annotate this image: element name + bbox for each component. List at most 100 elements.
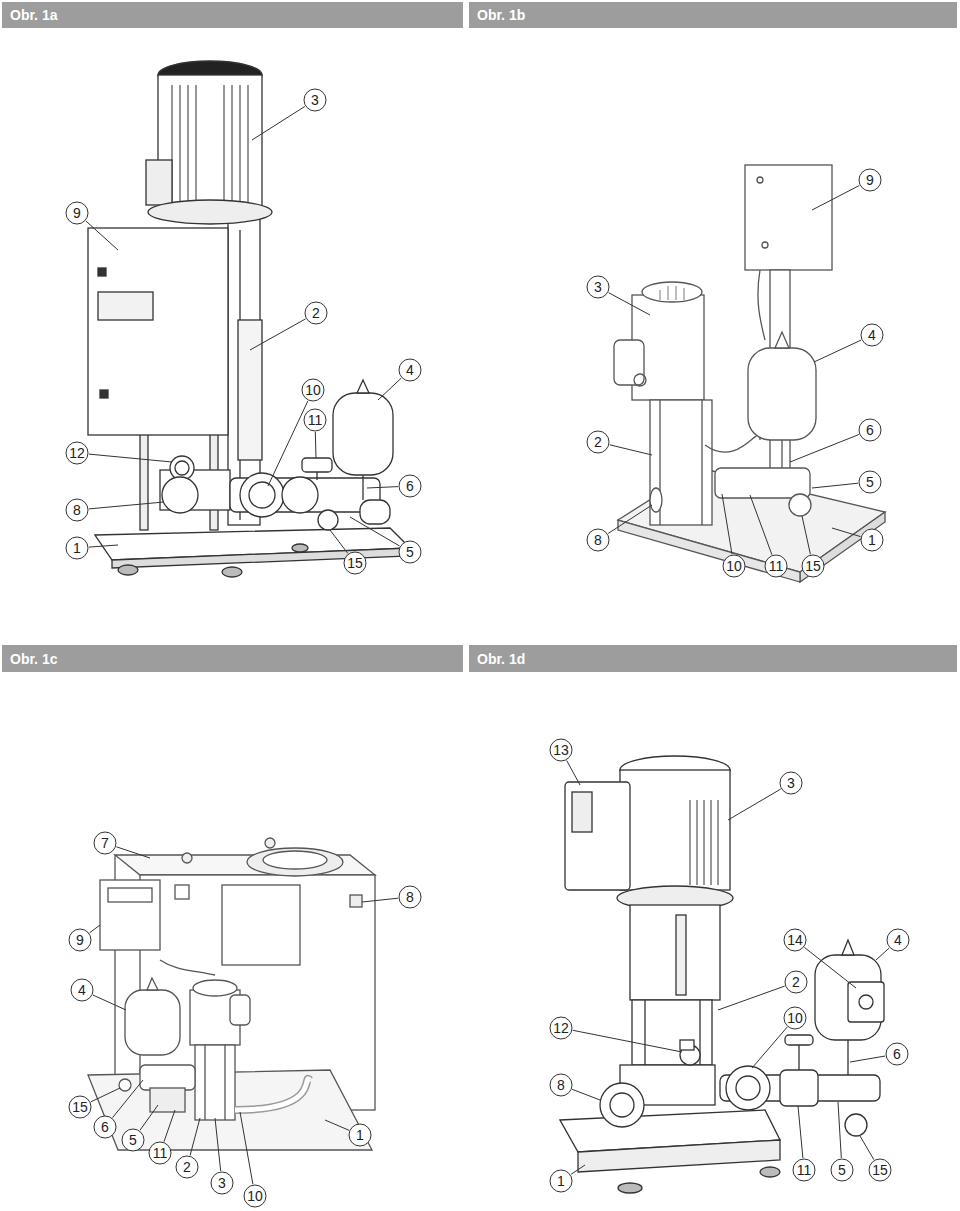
leader-line xyxy=(567,761,580,786)
leader-line xyxy=(93,995,126,1010)
leader-line xyxy=(609,293,650,315)
callout-circle xyxy=(66,499,88,521)
figure-title: Obr. 1d xyxy=(469,651,525,667)
callout-number: 9 xyxy=(858,168,882,192)
callout-number: 12 xyxy=(549,1016,573,1040)
leader-line xyxy=(790,435,859,463)
leader-line xyxy=(860,1136,874,1160)
leader-line xyxy=(850,1056,885,1062)
leader-line xyxy=(378,378,401,400)
callout-number: 15 xyxy=(68,1095,92,1119)
figure-title: Obr. 1c xyxy=(2,651,57,667)
leader-line xyxy=(91,1088,120,1102)
leader-line xyxy=(90,925,100,933)
callout-circle xyxy=(399,359,421,381)
callout-number: 5 xyxy=(121,1128,145,1152)
callout-circle xyxy=(780,772,802,794)
callout-number: 15 xyxy=(801,554,825,578)
leader-line xyxy=(876,948,889,960)
callout-number: 7 xyxy=(93,831,117,855)
callout-number: 4 xyxy=(398,358,422,382)
leader-line xyxy=(252,106,305,140)
callout-circle xyxy=(587,529,609,551)
callout-circle xyxy=(304,409,326,431)
callout-circle xyxy=(344,552,366,574)
leader-line xyxy=(268,401,308,486)
leader-line xyxy=(722,494,732,554)
callout-circle xyxy=(94,1116,116,1138)
callout-number: 8 xyxy=(549,1073,573,1097)
callout-circle xyxy=(550,1170,572,1192)
callout-circle xyxy=(784,1007,806,1029)
leader-line xyxy=(728,789,781,820)
callout-number: 8 xyxy=(398,885,422,909)
leader-line xyxy=(240,1112,253,1184)
callout-number: 10 xyxy=(783,1006,807,1030)
callout-number: 6 xyxy=(885,1042,909,1066)
callout-circle xyxy=(765,555,787,577)
leader-line xyxy=(315,432,317,458)
callout-number: 2 xyxy=(304,301,328,325)
callout-number: 4 xyxy=(886,928,910,952)
callout-circle xyxy=(587,431,609,453)
figure-title: Obr. 1a xyxy=(2,7,57,23)
leader-line xyxy=(86,221,118,250)
callout-circle xyxy=(861,324,883,346)
callout-number: 11 xyxy=(792,1158,816,1182)
callout-circle xyxy=(66,202,88,224)
callout-circle xyxy=(304,89,326,111)
callout-circle xyxy=(66,537,88,559)
callout-number: 6 xyxy=(398,474,422,498)
leader-line xyxy=(572,1089,600,1100)
leader-line xyxy=(838,1102,841,1158)
callout-circle xyxy=(859,419,881,441)
figure-title: Obr. 1b xyxy=(469,7,525,23)
leader-line xyxy=(812,186,859,211)
callout-number: 15 xyxy=(868,1158,892,1182)
leader-line xyxy=(250,319,306,350)
callout-number: 1 xyxy=(348,1123,372,1147)
leader-line xyxy=(802,516,810,554)
leader-line xyxy=(140,1105,158,1130)
callout-number: 15 xyxy=(343,551,367,575)
leader-line xyxy=(330,530,348,553)
callout-circle xyxy=(69,1096,91,1118)
callout-circle xyxy=(859,471,881,493)
callout-circle xyxy=(831,1159,853,1181)
leader-line xyxy=(752,1027,787,1068)
callout-number: 11 xyxy=(303,408,327,432)
callout-number: 10 xyxy=(301,378,325,402)
callout-number: 1 xyxy=(549,1169,573,1193)
callout-circle xyxy=(71,979,93,1001)
callout-circle xyxy=(550,739,572,761)
callout-circle xyxy=(66,442,88,464)
callout-number: 13 xyxy=(549,738,573,762)
callout-circle xyxy=(302,379,324,401)
callout-circle xyxy=(176,1156,198,1178)
leader-line xyxy=(362,898,398,902)
callout-circle xyxy=(349,1124,371,1146)
callout-number: 12 xyxy=(65,441,89,465)
callout-number: 2 xyxy=(586,430,610,454)
leader-line xyxy=(215,1118,221,1171)
callout-number: 3 xyxy=(779,771,803,795)
callout-number: 10 xyxy=(722,554,746,578)
callout-number: 8 xyxy=(586,528,610,552)
callout-circle xyxy=(149,1142,171,1164)
callout-number: 5 xyxy=(398,540,422,564)
figure-header-band: Obr. 1a xyxy=(2,2,463,28)
figure-header-band: Obr. 1d xyxy=(469,645,957,672)
callout-number: 1 xyxy=(860,528,884,552)
callout-circle xyxy=(399,886,421,908)
leader-line xyxy=(325,1120,349,1130)
callout-circle xyxy=(122,1129,144,1151)
callout-number: 2 xyxy=(784,970,808,994)
callout-circle xyxy=(887,929,909,951)
callout-circle xyxy=(399,541,421,563)
figure-1d xyxy=(560,756,884,1193)
callout-circle xyxy=(399,475,421,497)
leader-line xyxy=(113,1080,144,1118)
callout-number: 9 xyxy=(68,928,92,952)
leader-line xyxy=(573,1030,682,1052)
